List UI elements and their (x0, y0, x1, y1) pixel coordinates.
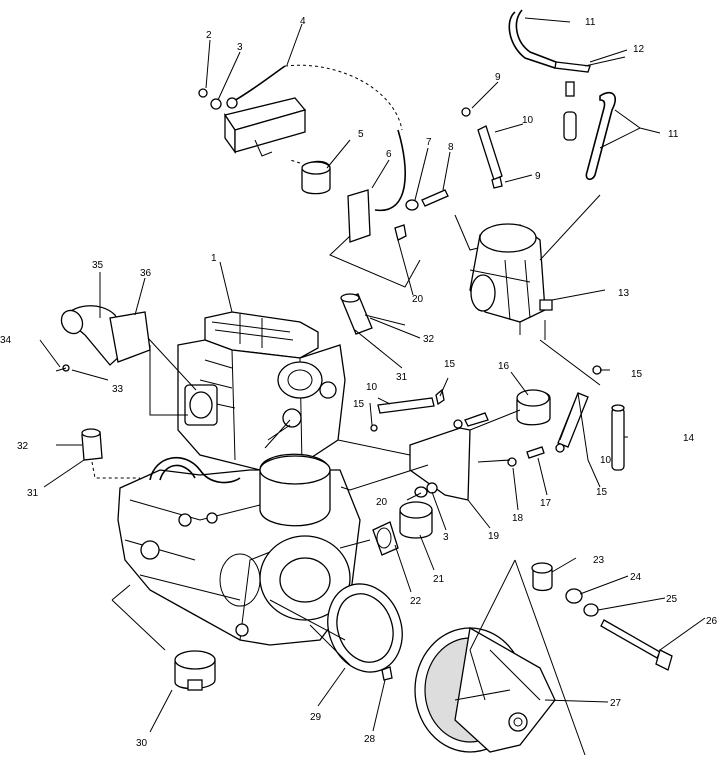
callout-22: 22 (410, 596, 422, 607)
callout-31-top: 31 (396, 372, 408, 383)
callout-14: 14 (683, 433, 695, 444)
drive-clutch (414, 626, 556, 753)
engine-mount-30 (111, 584, 216, 691)
callout-9-mid: 9 (535, 171, 541, 182)
callout-32-top: 32 (423, 334, 435, 345)
callout-2: 2 (206, 30, 212, 41)
callout-20-mid: 20 (376, 497, 388, 508)
middle-tube (370, 388, 445, 432)
callout-12: 12 (633, 44, 645, 55)
mount-rubber (339, 482, 438, 556)
callout-32-left: 32 (17, 441, 29, 452)
callout-8: 8 (448, 142, 454, 153)
engine-block (117, 311, 361, 646)
carburetor (454, 194, 601, 340)
callout-34: 34 (0, 335, 12, 346)
callout-11-top: 11 (585, 17, 596, 28)
callout-15-right: 15 (631, 369, 643, 380)
callout-15-left: 15 (353, 399, 365, 410)
callout-11-right: 11 (668, 129, 679, 140)
callout-3-mid: 3 (443, 532, 449, 543)
callout-16: 16 (498, 361, 510, 372)
intake-top-group (198, 64, 449, 288)
callout-29: 29 (310, 712, 322, 723)
callout-1: 1 (211, 253, 217, 264)
callout-31-left: 31 (27, 488, 39, 499)
callout-6: 6 (386, 149, 392, 160)
callout-10-right: 10 (600, 455, 612, 466)
leader-lines (39, 23, 706, 733)
bolt-assembly (469, 559, 673, 756)
callout-10-mid: 10 (366, 382, 378, 393)
callout-7: 7 (426, 137, 432, 148)
callout-35: 35 (92, 260, 104, 271)
right-tubes (539, 339, 625, 471)
callout-25: 25 (666, 594, 678, 605)
callout-27: 27 (610, 698, 622, 709)
intake-elbow (55, 305, 197, 416)
callout-24: 24 (630, 572, 642, 583)
callout-30: 30 (136, 738, 148, 749)
callout-labels: 1 2 3 4 5 6 7 8 9 10 9 11 12 11 13 14 15… (0, 16, 718, 749)
callout-3-top: 3 (237, 42, 243, 53)
callout-19: 19 (488, 531, 500, 542)
callout-15-bottom: 15 (596, 487, 608, 498)
callout-5: 5 (358, 129, 364, 140)
vent-hose-group (461, 9, 661, 189)
callout-28: 28 (364, 734, 376, 745)
callout-4: 4 (300, 16, 306, 27)
callout-21: 21 (433, 574, 445, 585)
callout-23: 23 (593, 555, 605, 566)
callout-13: 13 (618, 288, 630, 299)
callout-15-mid: 15 (444, 359, 456, 370)
callout-36: 36 (140, 268, 152, 279)
boot-top (340, 293, 406, 335)
callout-17: 17 (540, 498, 552, 509)
callout-9-top: 9 (495, 72, 501, 83)
callout-18: 18 (512, 513, 524, 524)
boot-left (81, 428, 140, 479)
callout-10-top: 10 (522, 115, 534, 126)
callout-20-top: 20 (412, 294, 424, 305)
clutch-seal (269, 583, 403, 681)
callout-33: 33 (112, 384, 124, 395)
callout-26: 26 (706, 616, 718, 627)
